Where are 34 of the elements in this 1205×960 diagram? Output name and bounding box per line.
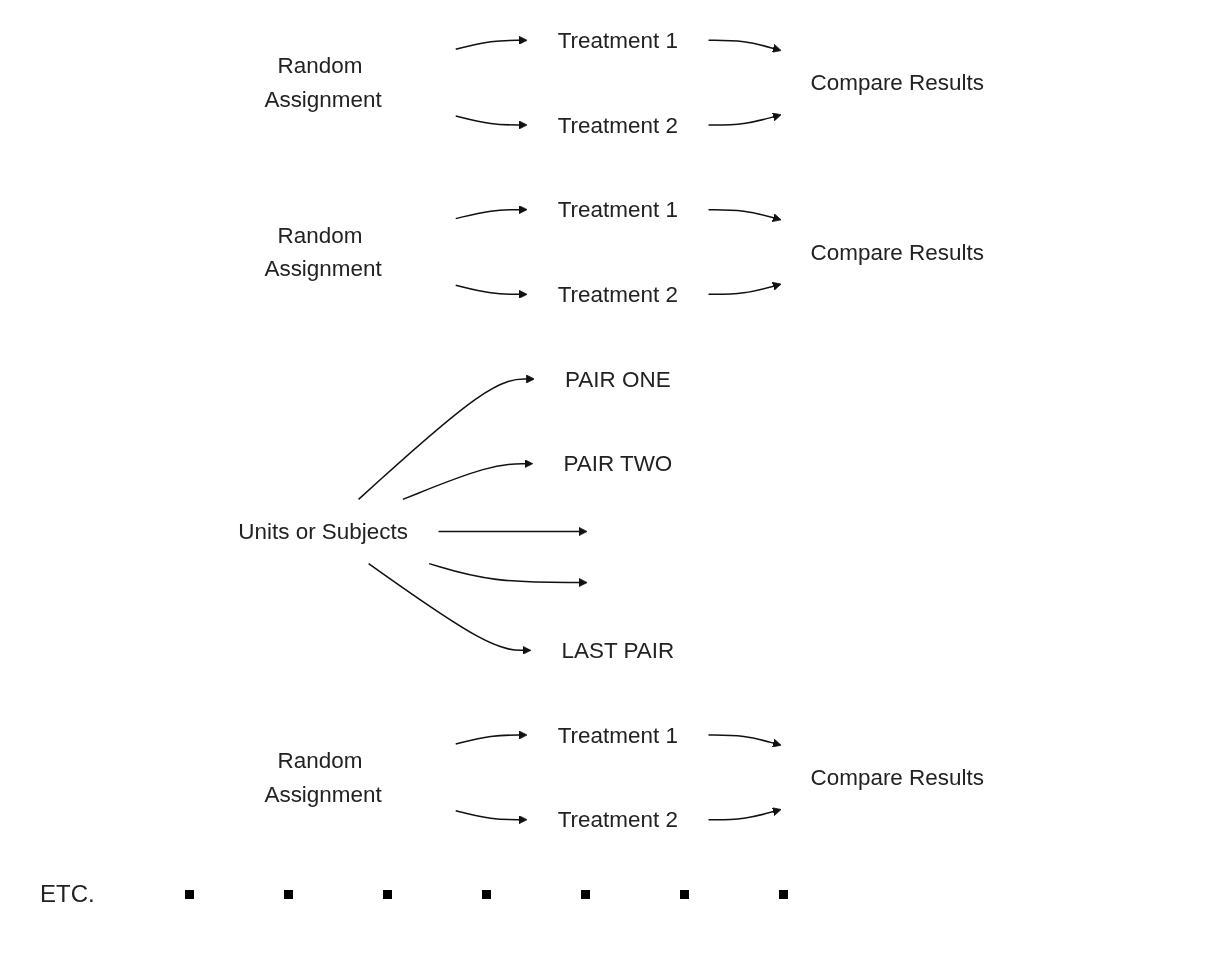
node-label: Treatment 1 (557, 27, 678, 54)
node-label: PAIR ONE (565, 366, 671, 392)
arrow (437, 527, 588, 536)
node-label: Units or Subjects (238, 518, 408, 545)
node-label: Compare Results (810, 69, 984, 96)
arrow (707, 208, 782, 222)
arrow (402, 459, 534, 501)
arrow (454, 809, 528, 825)
node-label: Compare Results (810, 764, 984, 791)
arrow (357, 374, 535, 501)
arrow (707, 734, 782, 748)
node-label: Treatment 1 (557, 722, 678, 748)
node-label: LAST PAIR (561, 637, 675, 664)
arrow (707, 281, 782, 296)
node-label: Random Assignment (264, 53, 382, 113)
node-label: Treatment 1 (557, 196, 678, 223)
arrow (367, 562, 532, 655)
arrow (454, 35, 528, 51)
node-label: Compare Results (810, 239, 984, 265)
node-label: Treatment 2 (557, 281, 678, 308)
node-label: PAIR TWO (563, 450, 673, 477)
arrow (707, 39, 782, 53)
node-label: Treatment 2 (557, 806, 678, 833)
node-label: Treatment 2 (557, 112, 678, 138)
arrow (707, 807, 782, 821)
arrow (454, 730, 528, 745)
arrow (428, 562, 588, 587)
arrow (707, 112, 782, 126)
note-text: ETC. (40, 880, 95, 908)
node-label: Random Assignment (264, 222, 382, 282)
arrow (454, 284, 528, 299)
arrow (454, 115, 528, 130)
arrow (454, 205, 528, 220)
node-label: Random Assignment (264, 747, 382, 807)
